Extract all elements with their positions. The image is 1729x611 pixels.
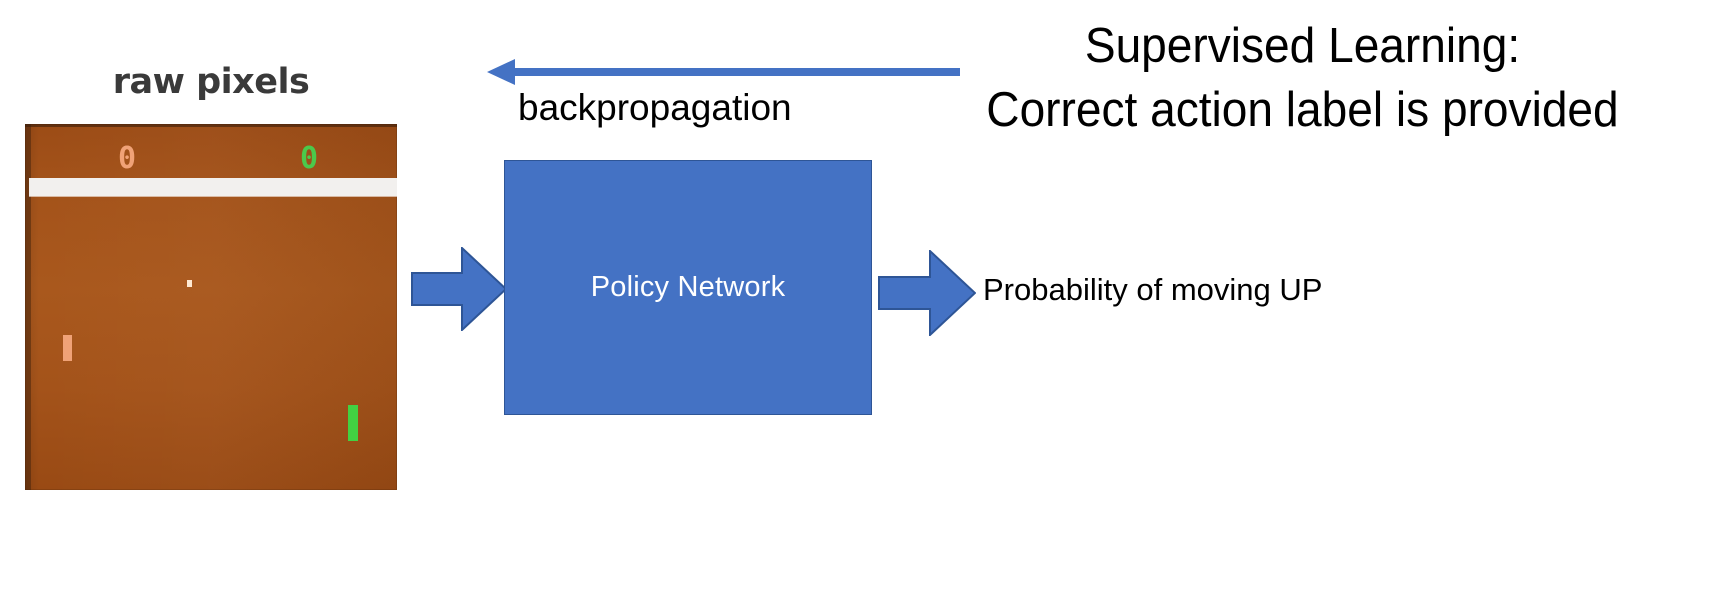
raw-pixels-caption: raw pixels xyxy=(112,62,310,102)
output-label: Probability of moving UP xyxy=(983,272,1323,307)
input-arrow-icon xyxy=(411,245,508,333)
pong-ball xyxy=(187,280,192,287)
pong-paddle-left xyxy=(63,335,72,361)
game-frame-top-edge xyxy=(25,124,397,127)
policy-network-box: Policy Network xyxy=(504,160,872,415)
backpropagation-arrow-icon xyxy=(487,58,960,86)
pong-score-left: 0 xyxy=(118,141,137,176)
policy-network-label: Policy Network xyxy=(590,271,786,303)
pong-divider-bar xyxy=(29,178,397,196)
supervised-learning-line-2: Correct action label is provided xyxy=(986,83,1619,137)
supervised-learning-line-1: Supervised Learning: xyxy=(1084,19,1521,73)
pong-paddle-right xyxy=(348,405,358,441)
output-arrow-icon xyxy=(878,248,977,338)
supervised-learning-heading: Supervised Learning: Correct action labe… xyxy=(902,14,1704,142)
pong-score-right: 0 xyxy=(300,141,319,176)
game-frame-left-edge xyxy=(25,124,31,490)
backpropagation-label: backpropagation xyxy=(518,87,792,128)
pong-game-frame: 0 0 xyxy=(25,124,397,490)
